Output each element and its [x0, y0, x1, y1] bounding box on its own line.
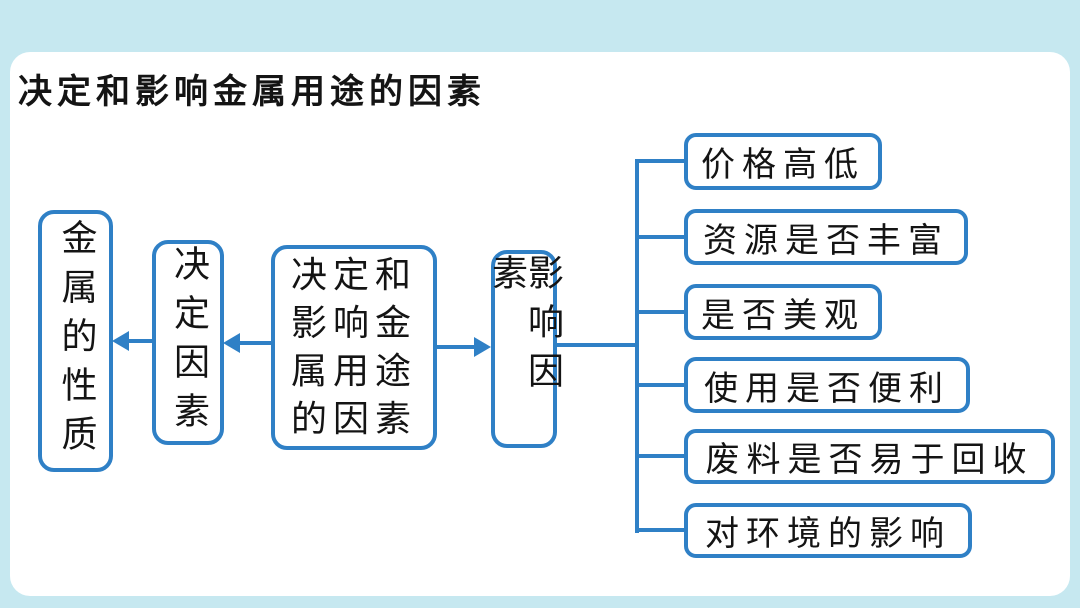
central-line-2: 影响金 — [290, 302, 417, 344]
arrow-left-icon — [112, 331, 129, 351]
central-line-3: 属用途 — [290, 350, 417, 392]
connector-stub-convenience — [637, 383, 684, 387]
node-central-topic-label: 决定和 影响金 属用途 的因素 — [291, 252, 417, 444]
connector-stub-price — [637, 159, 684, 163]
page-title: 决定和影响金属用途的因素 — [18, 72, 486, 112]
arrow-det-to-metal-line — [129, 339, 153, 343]
node-influencing-factors: 影响因素 — [486, 250, 563, 448]
arrow-central-to-inf-line — [437, 345, 476, 349]
connector-stub-recyclability — [637, 454, 684, 458]
node-factor-environment: 对环境的影响 — [684, 503, 972, 558]
node-factor-convenience: 使用是否便利 — [684, 357, 970, 413]
connector-inf-to-spine — [557, 343, 637, 347]
node-metal-properties-label: 金属的性质 — [55, 218, 97, 464]
central-line-4: 的因素 — [290, 398, 417, 440]
node-factor-aesthetics: 是否美观 — [684, 284, 882, 340]
connector-spine — [635, 159, 639, 533]
connector-stub-resource — [637, 235, 684, 239]
node-factor-resource-abundance: 资源是否丰富 — [684, 209, 968, 265]
central-line-1: 决定和 — [290, 254, 417, 296]
node-influencing-factors-label: 影响因素 — [486, 254, 563, 401]
connector-stub-environment — [637, 528, 684, 532]
node-factor-recyclability: 废料是否易于回收 — [684, 429, 1055, 484]
arrow-right-icon — [474, 337, 491, 357]
node-metal-properties: 金属的性质 — [38, 210, 113, 472]
node-factor-price: 价格高低 — [684, 133, 882, 190]
arrow-central-to-det-line — [240, 341, 272, 345]
arrow-left-icon — [223, 333, 240, 353]
connector-stub-aesthetics — [637, 310, 684, 314]
node-central-topic: 决定和 影响金 属用途 的因素 — [271, 245, 437, 450]
node-determining-factors: 决定因素 — [152, 240, 224, 445]
node-determining-factors-label: 决定因素 — [168, 244, 209, 441]
